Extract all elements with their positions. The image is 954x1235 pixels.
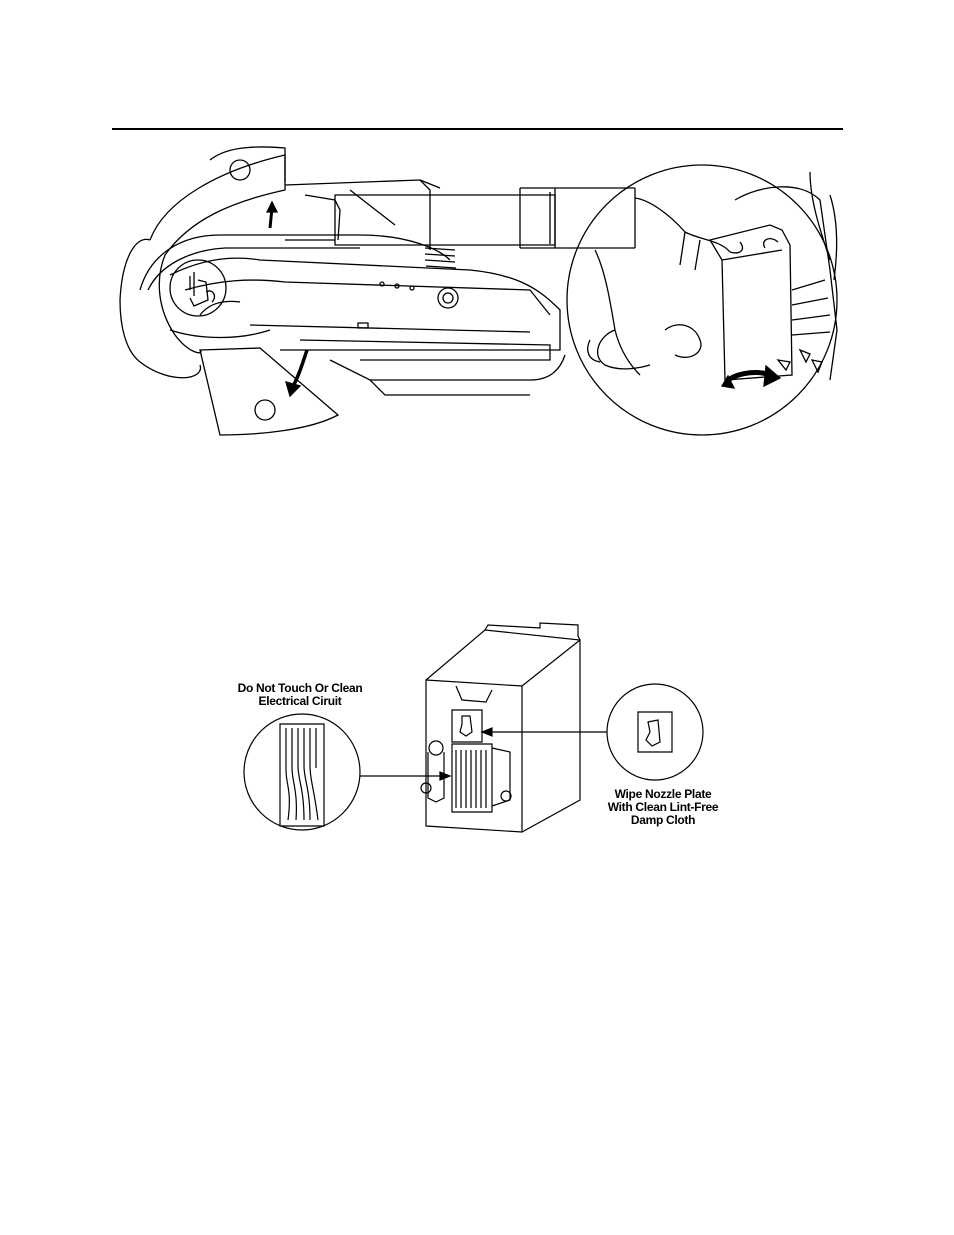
printer-carriage-illustration xyxy=(110,140,850,450)
nozzle-plate-callout: Wipe Nozzle Plate With Clean Lint-Free D… xyxy=(578,788,748,827)
printer-body-icon xyxy=(120,147,565,435)
hand-removing-cartridge-illustration xyxy=(567,165,837,435)
electrical-callout-line2: Electrical Ciruit xyxy=(258,694,342,708)
nozzle-callout-line3: Damp Cloth xyxy=(630,813,696,827)
nozzle-callout-line1: Wipe Nozzle Plate xyxy=(614,787,712,801)
electrical-callout-line1: Do Not Touch Or Clean xyxy=(237,681,363,695)
carriage-rail-icon xyxy=(335,188,635,248)
ink-cartridge-illustration xyxy=(240,620,740,840)
electrical-circuit-callout: Do Not Touch Or Clean Electrical Ciruit xyxy=(210,682,390,708)
nozzle-callout-line2: With Clean Lint-Free xyxy=(607,800,719,814)
header-rule xyxy=(112,128,843,130)
